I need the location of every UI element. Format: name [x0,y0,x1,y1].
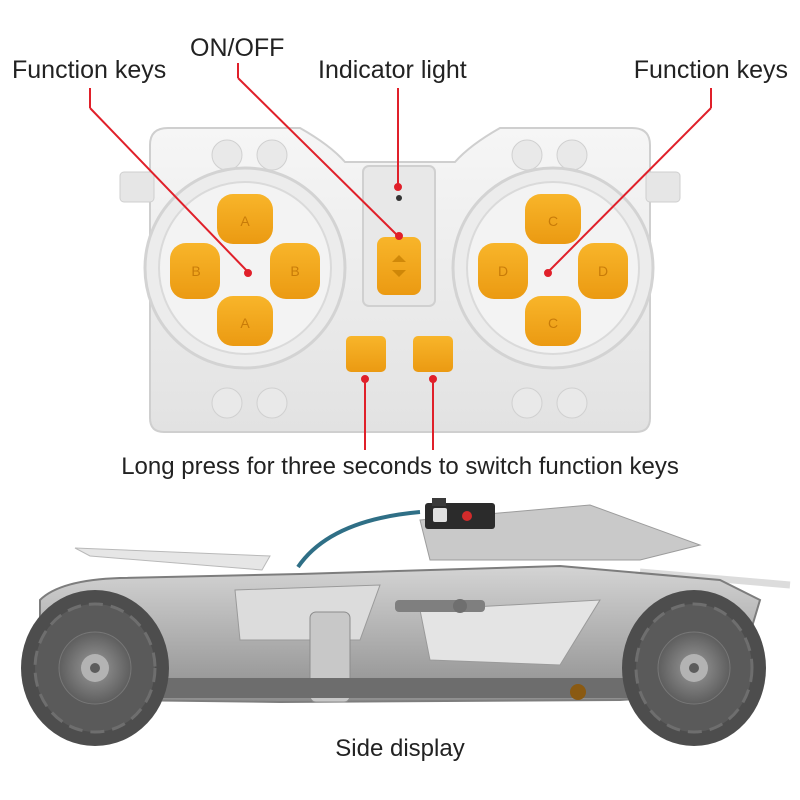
function-keys-right-label: Function keys [633,56,788,84]
key-left-right[interactable]: B [270,243,320,299]
rear-wheel [21,590,169,746]
side-display-caption: Side display [335,735,465,762]
indicator-light-icon [396,195,402,201]
key-right-top[interactable]: C [525,194,581,244]
svg-text:B: B [290,263,299,279]
key-left-top[interactable]: A [217,194,273,244]
remote-controller: A A B B C C D D [119,127,681,433]
long-press-caption: Long press for three seconds to switch f… [121,453,679,480]
on-off-switch[interactable] [377,237,421,295]
key-right-left[interactable]: D [478,243,528,299]
mode-button-left[interactable] [346,336,386,372]
front-wheel [622,590,766,746]
key-left-left[interactable]: B [170,243,220,299]
svg-text:A: A [240,315,250,331]
function-keys-left-label: Function keys [12,56,167,84]
svg-text:C: C [548,315,558,331]
key-right-right[interactable]: D [578,243,628,299]
callout-lines [89,63,712,450]
svg-text:D: D [598,263,608,279]
car-side-view [21,498,791,746]
svg-text:A: A [240,213,250,229]
svg-text:B: B [191,263,200,279]
on-off-label: ON/OFF [190,34,285,62]
svg-text:C: C [548,213,558,229]
mode-button-right[interactable] [413,336,453,372]
indicator-light-label: Indicator light [318,56,467,84]
key-left-bottom[interactable]: A [217,296,273,346]
svg-text:D: D [498,263,508,279]
key-right-bottom[interactable]: C [525,296,581,346]
